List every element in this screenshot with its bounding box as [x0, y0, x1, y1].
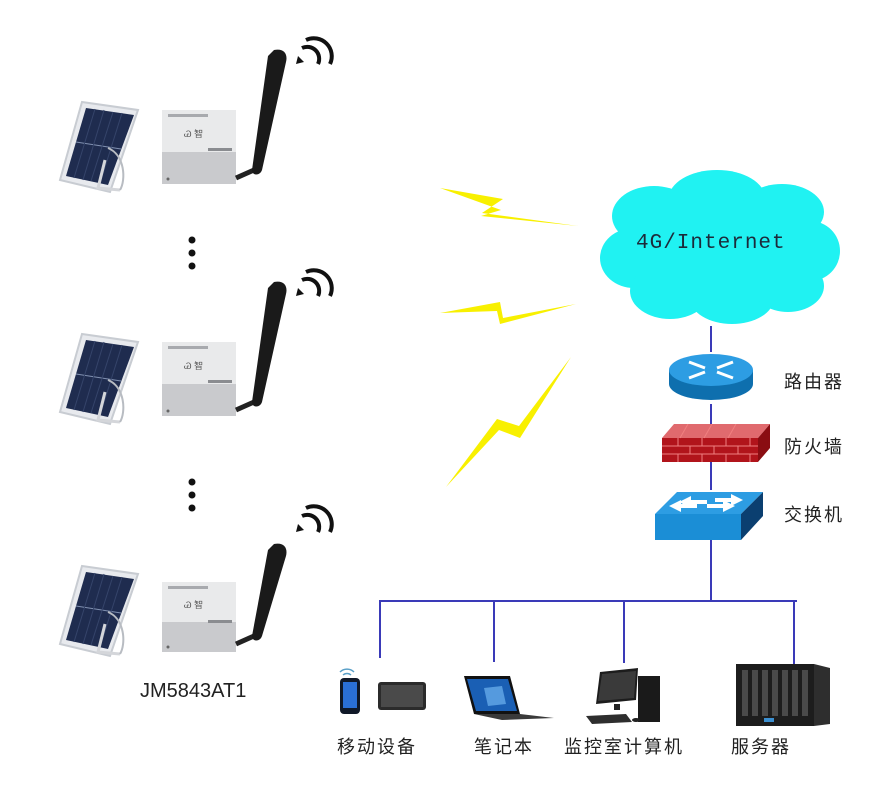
monitoring-box-icon: Ꮚ 智 [162, 110, 236, 184]
router[interactable] [667, 352, 755, 408]
field-device-graphic: Ꮚ 智 [58, 268, 334, 426]
cloud-icon [600, 170, 840, 324]
endpoint-mobile[interactable] [336, 664, 432, 720]
mobile-label: 移动设备 [337, 737, 417, 758]
firewall[interactable] [658, 423, 774, 468]
wifi-signal-icon [296, 504, 334, 533]
firewall-icon [662, 423, 770, 462]
svg-text:Ꮚ 智: Ꮚ 智 [184, 360, 203, 371]
model-label: JM5843AT1 [140, 680, 247, 702]
laptop-icon [464, 676, 554, 720]
switch-icon [655, 492, 763, 540]
endpoint-server[interactable] [736, 664, 832, 734]
monitoring-box-icon: Ꮚ 智 [162, 582, 236, 652]
ellipsis-1 [185, 234, 199, 278]
cloud-label: 4G/Internet [636, 232, 786, 255]
field-device-graphic: Ꮚ 智 [58, 504, 334, 658]
svg-text:Ꮚ 智: Ꮚ 智 [184, 128, 203, 139]
monitoring-box-icon: Ꮚ 智 [162, 342, 236, 416]
switch[interactable] [655, 492, 765, 546]
antenna-icon [234, 543, 287, 647]
desktop-computer-icon [586, 668, 660, 724]
antenna-icon [234, 49, 287, 181]
solar-panel-icon [58, 100, 140, 194]
solar-panel-icon [58, 564, 140, 658]
endpoint-monitor-pc[interactable] [586, 668, 666, 732]
monitor-pc-label: 监控室计算机 [564, 737, 684, 758]
router-icon [669, 354, 753, 400]
server-icon [736, 664, 830, 726]
wifi-signal-icon [296, 268, 334, 297]
ellipsis-2 [185, 476, 199, 520]
field-device-2[interactable]: Ꮚ 智 [50, 262, 350, 436]
svg-text:Ꮚ 智: Ꮚ 智 [184, 599, 203, 610]
solar-panel-icon [58, 332, 140, 426]
field-device-1[interactable]: Ꮚ 智 [50, 30, 350, 204]
antenna-icon [234, 281, 287, 413]
router-label: 路由器 [784, 372, 844, 393]
wifi-signal-icon [296, 36, 334, 65]
wifi-icon [339, 668, 355, 676]
endpoint-laptop[interactable] [462, 674, 558, 728]
mobile-devices-icon [339, 668, 426, 714]
server-label: 服务器 [731, 737, 791, 758]
internet-cloud[interactable] [592, 166, 842, 330]
field-device-3[interactable]: Ꮚ 智 [50, 480, 350, 664]
laptop-label: 笔记本 [474, 737, 534, 758]
switch-label: 交换机 [784, 505, 844, 526]
firewall-label: 防火墙 [784, 437, 844, 458]
field-device-graphic: Ꮚ 智 [58, 36, 334, 194]
